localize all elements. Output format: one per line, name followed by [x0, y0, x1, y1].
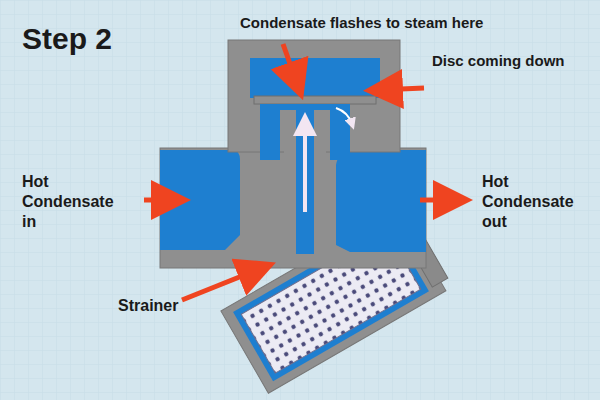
leader-arrow — [144, 198, 176, 203]
callout-label: Disc coming down — [432, 52, 572, 71]
leader-arrow — [283, 44, 298, 86]
inlet-bore — [296, 104, 314, 254]
callout-label: Condensate flashes to steam here — [240, 14, 483, 33]
disc — [254, 96, 376, 104]
flow-arrow — [303, 124, 307, 212]
leader-arrow — [420, 198, 458, 203]
control-chamber — [250, 58, 380, 98]
inlet-label: Hot Condensate in — [22, 172, 122, 232]
callout-label: Strainer — [118, 296, 178, 316]
leader-arrow — [378, 88, 424, 90]
outlet-channel — [336, 150, 426, 252]
flow-arrow — [336, 108, 352, 124]
step-title: Step 2 — [22, 20, 112, 58]
outlet-label: Hot Condensate out — [482, 172, 582, 232]
leader-arrow — [182, 268, 262, 300]
